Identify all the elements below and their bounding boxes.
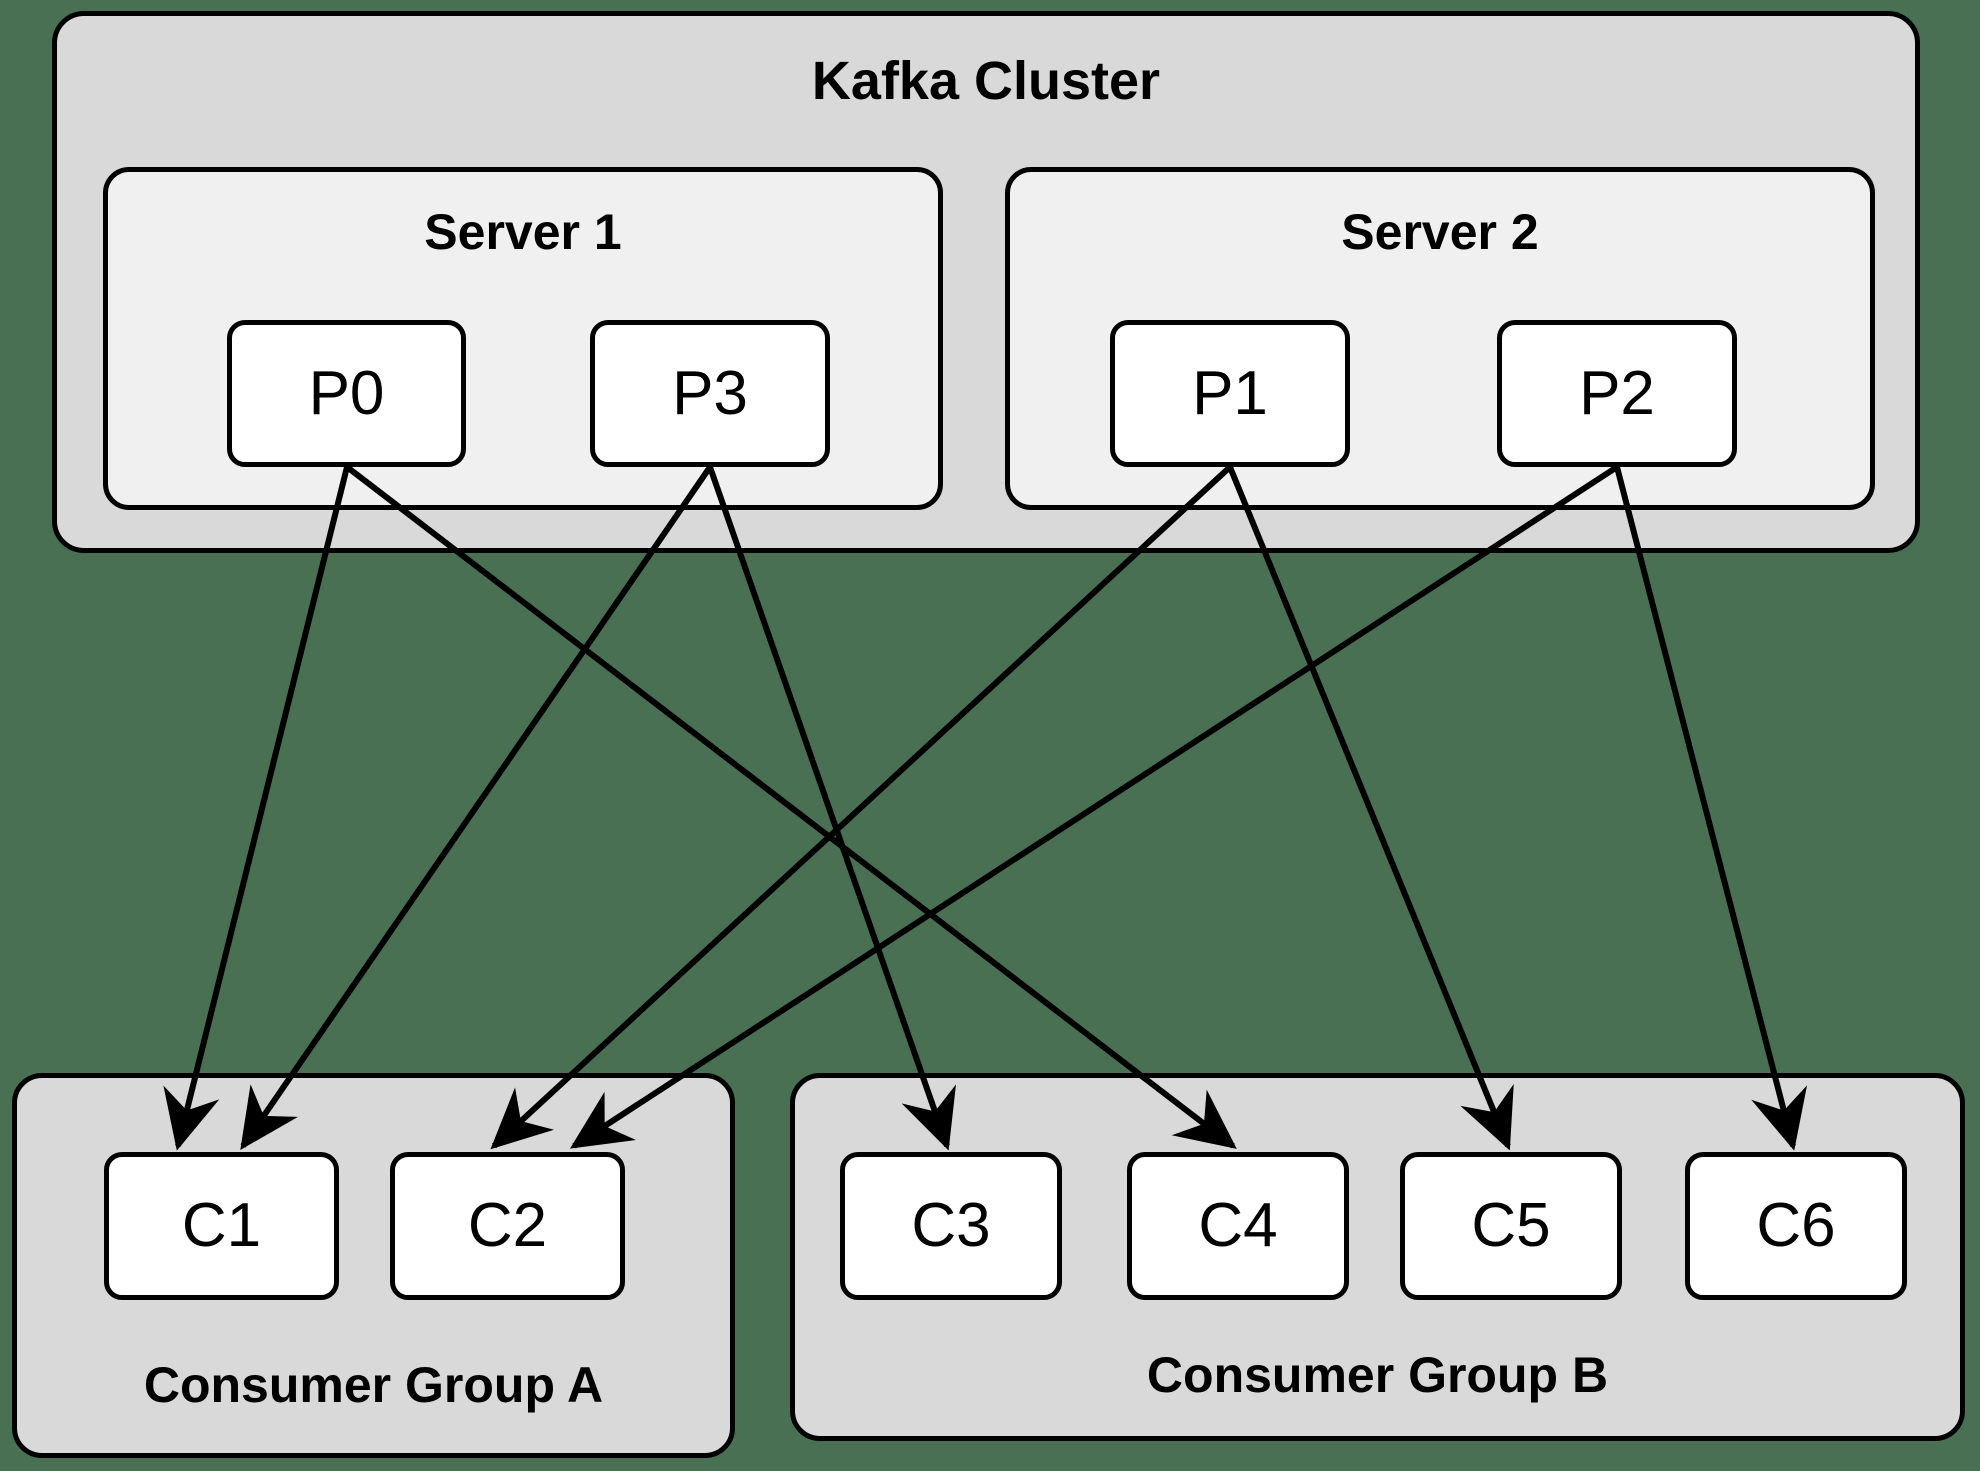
consumer-c3[interactable]: C3: [840, 1152, 1062, 1300]
arrow-p2-to-c2: [569, 464, 1619, 1149]
consumer-c6[interactable]: C6: [1685, 1152, 1907, 1300]
consumer-group-a-title: Consumer Group A: [143, 1357, 604, 1413]
arrow-p1-to-c2: [490, 464, 1233, 1150]
partition-p0-label: P0: [308, 358, 385, 428]
arrow-p0-to-c1: [163, 466, 350, 1151]
server-2-title: Server 2: [1341, 204, 1539, 260]
partition-p3[interactable]: P3: [590, 320, 830, 467]
consumer-c4-label: C4: [1198, 1191, 1278, 1260]
consumer-c6-label: C6: [1756, 1191, 1836, 1260]
arrow-p3-to-c3: [707, 466, 957, 1151]
arrow-p1-to-c5: [1227, 465, 1514, 1151]
partition-p1-label: P1: [1192, 358, 1268, 428]
partition-p2[interactable]: P2: [1497, 320, 1737, 467]
partition-p0[interactable]: P0: [227, 320, 466, 467]
consumer-c5-label: C5: [1471, 1191, 1551, 1260]
partition-p2-label: P2: [1579, 358, 1655, 428]
consumer-c4[interactable]: C4: [1127, 1152, 1349, 1300]
consumer-c3-label: C3: [911, 1191, 991, 1260]
consumer-c5[interactable]: C5: [1400, 1152, 1622, 1300]
consumer-c2-label: C2: [467, 1191, 548, 1260]
kafka-cluster-title: Kafka Cluster: [811, 51, 1161, 111]
partition-p3-label: P3: [672, 358, 748, 428]
consumer-c1[interactable]: C1: [104, 1152, 339, 1300]
consumer-c1-label: C1: [181, 1191, 262, 1260]
consumer-c2[interactable]: C2: [390, 1152, 625, 1300]
partition-p1[interactable]: P1: [1110, 320, 1350, 467]
arrow-p2-to-c6: [1614, 466, 1808, 1151]
consumer-group-b-title: Consumer Group B: [1146, 1347, 1609, 1403]
arrow-p3-to-c1: [240, 465, 713, 1150]
arrow-p0-to-c4: [345, 464, 1237, 1149]
server-1-title: Server 1: [424, 204, 622, 260]
